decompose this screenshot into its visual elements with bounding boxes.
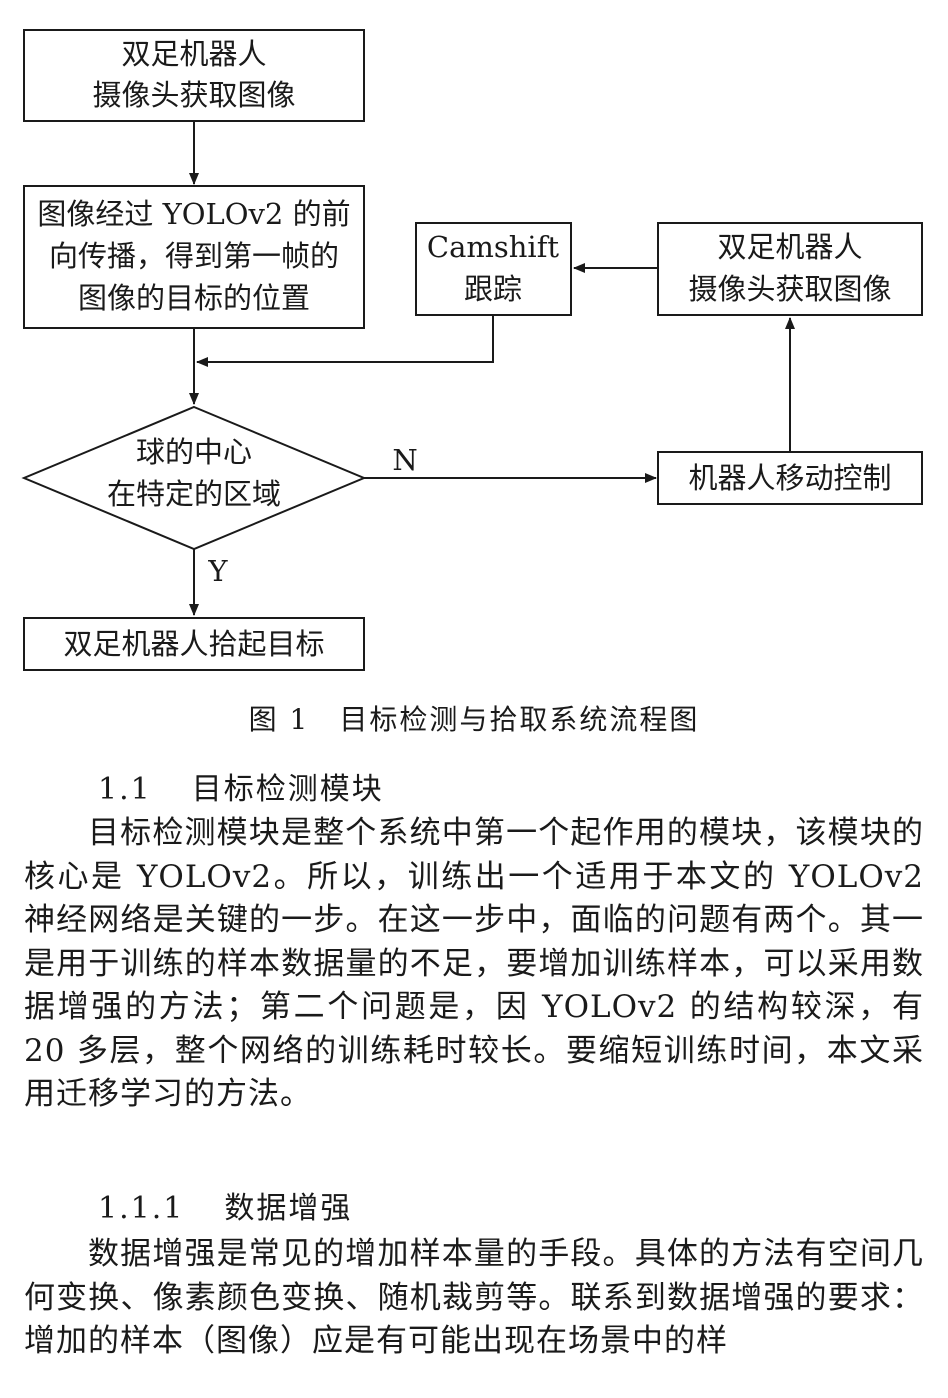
pick-box-text: 双足机器人拾起目标 (63, 627, 324, 661)
camshift-box-line-1: Camshift (427, 230, 560, 264)
capture-box-2-line-2: 摄像头获取图像 (688, 272, 891, 306)
section-title: 目标检测模块 (191, 772, 384, 807)
arrow-camshift-feedback (196, 315, 494, 367)
section-title: 数据增强 (224, 1191, 353, 1226)
section-heading-1-1: 1.1 目标检测模块 (98, 764, 384, 808)
capture-box-1-line-1: 双足机器人 (121, 37, 266, 71)
paragraph-2: 数据增强是常见的增加样本量的手段。具体的方法有空间几何变换、像素颜色变换、随机裁… (24, 1236, 924, 1359)
yolo-box-line-2: 向传播，得到第一帧的 (49, 239, 339, 273)
yolo-box-line-3: 图像的目标的位置 (78, 281, 310, 315)
decision-line-1: 球的中心 (136, 435, 252, 469)
section-heading-1-1-1: 1.1.1 数据增强 (98, 1183, 352, 1227)
yolo-box-line-1: 图像经过 YOLOv2 的前 (37, 197, 350, 231)
capture-box-2-line-1: 双足机器人 (717, 230, 862, 264)
flowchart: 双足机器人 摄像头获取图像 图像经过 YOLOv2 的前 向传播，得到第一帧的 … (21, 29, 923, 671)
edge-label-no: N (392, 443, 417, 477)
paragraph-1: 目标检测模块是整个系统中第一个起作用的模块，该模块的核心是 YOLOv2。所以，… (24, 815, 924, 1112)
figure-caption: 图 1 目标检测与拾取系统流程图 (248, 703, 700, 736)
decision-line-2: 在特定的区域 (107, 477, 281, 511)
edge-label-yes: Y (207, 554, 228, 588)
section-number: 1.1 (98, 772, 152, 807)
camshift-box-line-2: 跟踪 (464, 272, 522, 306)
pick-box (23, 617, 365, 671)
section-number: 1.1.1 (98, 1191, 185, 1226)
move-control-text: 机器人移动控制 (688, 461, 891, 495)
capture-box-1-line-2: 摄像头获取图像 (92, 78, 295, 112)
